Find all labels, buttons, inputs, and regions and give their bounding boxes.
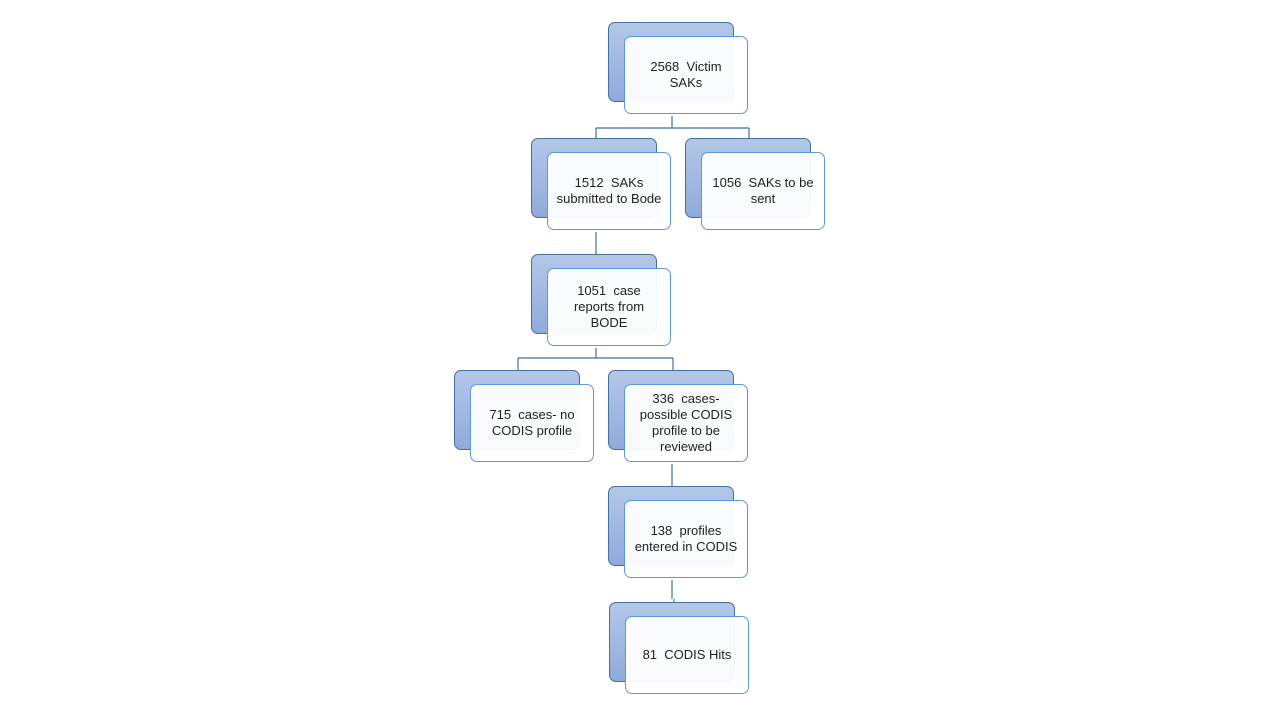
- node-front-panel: 336 cases- possible CODIS profile to be …: [624, 384, 748, 462]
- connector-victim-to-children: [595, 116, 750, 152]
- node-front-panel: 2568 Victim SAKs: [624, 36, 748, 114]
- node-no-codis-profile: 715 cases- no CODIS profile: [454, 370, 596, 462]
- node-front-panel: 1051 case reports from BODE: [547, 268, 671, 346]
- node-front-panel: 138 profiles entered in CODIS: [624, 500, 748, 578]
- node-front-panel: 81 CODIS Hits: [625, 616, 749, 694]
- node-label: 138 profiles entered in CODIS: [634, 523, 738, 554]
- node-label: 81 CODIS Hits: [642, 647, 732, 662]
- node-case-reports: 1051 case reports from BODE: [531, 254, 673, 346]
- node-label: 336 cases- possible CODIS profile to be …: [639, 391, 736, 454]
- node-label: 1051 case reports from BODE: [573, 283, 648, 330]
- node-possible-codis-profile: 336 cases- possible CODIS profile to be …: [608, 370, 750, 462]
- node-label: 1512 SAKs submitted to Bode: [556, 175, 662, 206]
- node-label: 2568 Victim SAKs: [650, 59, 726, 90]
- node-profiles-entered: 138 profiles entered in CODIS: [608, 486, 750, 578]
- node-front-panel: 1512 SAKs submitted to Bode: [547, 152, 671, 230]
- node-saks-to-be-sent: 1056 SAKs to be sent: [685, 138, 827, 230]
- node-victim-saks: 2568 Victim SAKs: [608, 22, 750, 114]
- node-saks-submitted: 1512 SAKs submitted to Bode: [531, 138, 673, 230]
- node-front-panel: 1056 SAKs to be sent: [701, 152, 825, 230]
- node-label: 715 cases- no CODIS profile: [489, 407, 579, 438]
- connector-reports-to-children: [517, 348, 674, 384]
- node-front-panel: 715 cases- no CODIS profile: [470, 384, 594, 462]
- node-label: 1056 SAKs to be sent: [712, 175, 818, 206]
- node-codis-hits: 81 CODIS Hits: [609, 602, 751, 694]
